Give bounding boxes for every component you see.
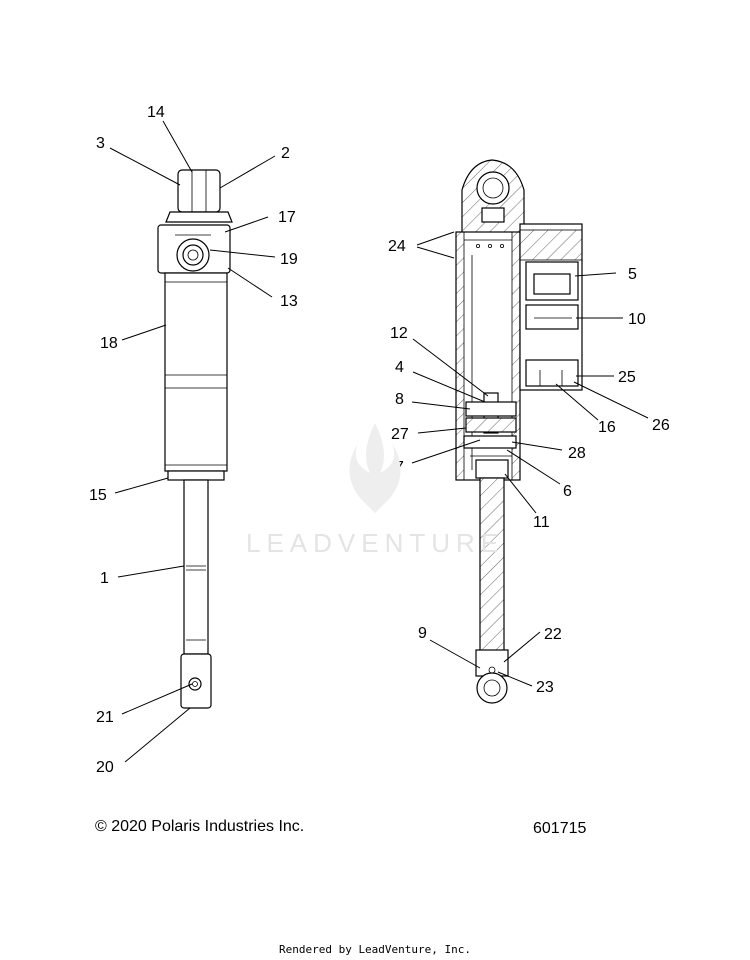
callout-22: 22 bbox=[544, 626, 562, 643]
callout-24: 24 bbox=[388, 238, 406, 255]
callout-9: 9 bbox=[418, 625, 427, 642]
callout-4: 4 bbox=[395, 359, 404, 376]
leader-lines bbox=[109, 120, 649, 763]
callout-16: 16 bbox=[598, 419, 616, 436]
callout-21: 21 bbox=[96, 709, 114, 726]
callout-23: 23 bbox=[536, 679, 554, 696]
callout-25: 25 bbox=[618, 369, 636, 386]
drawing-number: 601715 bbox=[533, 820, 587, 837]
callout-20: 20 bbox=[96, 759, 114, 776]
callout-28: 28 bbox=[568, 445, 586, 462]
callout-12: 12 bbox=[390, 325, 408, 342]
callout-18: 18 bbox=[100, 335, 118, 352]
callout-1: 1 bbox=[100, 570, 109, 587]
callout-11: 11 bbox=[533, 514, 550, 531]
shock-section-view bbox=[455, 159, 583, 704]
callout-numbers: 14 3 2 17 19 13 18 15 1 21 20 24 5 10 12… bbox=[89, 104, 670, 776]
callout-15: 15 bbox=[89, 487, 107, 504]
callout-14: 14 bbox=[147, 104, 165, 121]
callout-13: 13 bbox=[280, 293, 298, 310]
callout-8: 8 bbox=[395, 391, 404, 408]
callout-3: 3 bbox=[96, 135, 105, 152]
shock-exterior-view bbox=[157, 169, 233, 709]
leadventure-logo-watermark bbox=[349, 423, 401, 513]
callout-6: 6 bbox=[563, 483, 572, 500]
copyright-text: © 2020 Polaris Industries Inc. bbox=[95, 818, 305, 835]
callout-10: 10 bbox=[628, 311, 646, 328]
callout-2: 2 bbox=[281, 145, 290, 162]
callout-26: 26 bbox=[652, 417, 670, 434]
rendered-by-text: Rendered by LeadVenture, Inc. bbox=[278, 943, 472, 956]
callout-5: 5 bbox=[628, 266, 637, 283]
callout-19: 19 bbox=[280, 251, 298, 268]
watermark-text: LEADVENTURE bbox=[246, 528, 505, 558]
callout-27: 27 bbox=[391, 426, 409, 443]
callout-17: 17 bbox=[278, 209, 296, 226]
